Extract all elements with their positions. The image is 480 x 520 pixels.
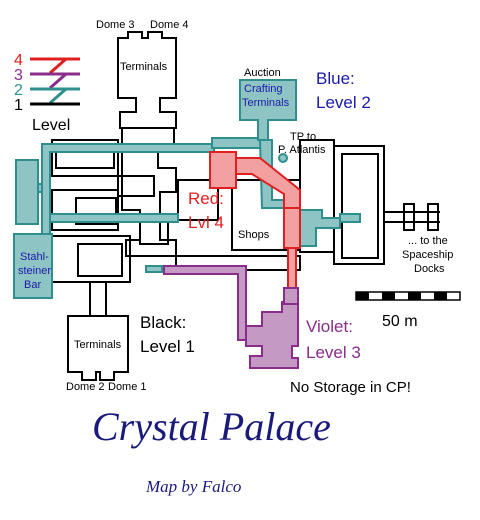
mid-room-3 bbox=[177, 179, 219, 221]
docks-label-3: Docks bbox=[414, 263, 445, 275]
docks-label-1: ... to the bbox=[408, 235, 448, 247]
legend-num-2: 2 bbox=[14, 82, 23, 99]
dome-4-label: Dome 4 bbox=[150, 19, 189, 31]
black-level-label-2: Level 1 bbox=[140, 337, 195, 356]
left-hall-mid bbox=[51, 189, 119, 231]
crafting-label-1: Crafting bbox=[244, 83, 283, 95]
east-hall-right-inner bbox=[341, 153, 379, 259]
red-level-label-2: Lvl 4 bbox=[188, 213, 224, 232]
tp-label-1: TP to bbox=[290, 131, 316, 143]
blue-dock-approach bbox=[339, 213, 361, 223]
violet-level-label-2: Level 3 bbox=[306, 343, 361, 362]
blue-west-link bbox=[37, 183, 43, 193]
legend-num-4: 4 bbox=[14, 52, 23, 69]
tp-label-2: P. Atlantis bbox=[278, 144, 326, 156]
bar-label-2: steiner bbox=[18, 265, 51, 277]
scale-bar: 50 m bbox=[355, 291, 461, 330]
legend-title: Level bbox=[32, 117, 70, 134]
level-3-structure bbox=[163, 265, 299, 369]
level-4-structure bbox=[209, 151, 301, 291]
legend-num-1: 1 bbox=[14, 97, 23, 114]
docks-label-2: Spaceship bbox=[402, 249, 453, 261]
mid-room-1 bbox=[117, 175, 155, 197]
terminals-top-label: Terminals bbox=[120, 61, 168, 73]
bottom-terminals-building bbox=[67, 315, 129, 381]
red-south-shaft bbox=[283, 207, 301, 249]
black-level-label-1: Black: bbox=[140, 313, 186, 332]
bar-label-1: Stahl- bbox=[20, 251, 49, 263]
violet-hall bbox=[245, 301, 299, 369]
blue-east-bridge bbox=[211, 137, 265, 149]
left-hall-mid-inner bbox=[75, 197, 117, 225]
dock-gate-1 bbox=[403, 203, 415, 231]
map-credit: Map by Falco bbox=[145, 477, 241, 496]
stahlsteiner-bar bbox=[13, 233, 53, 299]
blue-west-pod bbox=[15, 159, 39, 225]
lower-connector bbox=[89, 281, 107, 317]
map-title: Crystal Palace bbox=[92, 404, 331, 449]
legend-line-4 bbox=[30, 57, 80, 75]
dome-1-label: Dome 1 bbox=[108, 381, 147, 393]
west-walkway-branch bbox=[49, 213, 179, 223]
violet-link bbox=[283, 287, 299, 305]
shops-label: Shops bbox=[238, 229, 270, 241]
terminals-bottom-label: Terminals bbox=[74, 339, 122, 351]
left-hall-lower-inner bbox=[77, 243, 123, 277]
legend-num-3: 3 bbox=[14, 67, 23, 84]
dome-2-label: Dome 2 bbox=[66, 381, 105, 393]
blue-level-label-2: Level 2 bbox=[316, 93, 371, 112]
scale-label: 50 m bbox=[382, 313, 418, 330]
legend-line-2 bbox=[30, 87, 80, 105]
legend-line-3 bbox=[30, 72, 80, 90]
dome-3-label: Dome 3 bbox=[96, 19, 135, 31]
auction-label: Auction bbox=[244, 67, 281, 79]
violet-walkway bbox=[163, 265, 247, 341]
dock-gate-2 bbox=[427, 203, 439, 231]
blue-east-connector bbox=[299, 209, 341, 247]
left-hall-upper bbox=[51, 139, 119, 177]
teleporter-icon bbox=[278, 153, 288, 163]
blue-south-pad bbox=[145, 265, 163, 273]
crafting-label-2: Terminals bbox=[242, 97, 290, 109]
red-down-link bbox=[287, 247, 297, 291]
blue-level-label-1: Blue: bbox=[316, 69, 355, 88]
level-legend: 4 3 2 1 Level bbox=[14, 52, 80, 134]
red-west-room bbox=[209, 151, 237, 189]
bar-label-3: Bar bbox=[24, 279, 41, 291]
top-terminals-building bbox=[117, 31, 177, 129]
east-hall-right bbox=[333, 145, 385, 265]
storage-note: No Storage in CP! bbox=[290, 379, 411, 396]
violet-level-label-1: Violet: bbox=[306, 317, 353, 336]
red-level-label-1: Red: bbox=[188, 189, 224, 208]
